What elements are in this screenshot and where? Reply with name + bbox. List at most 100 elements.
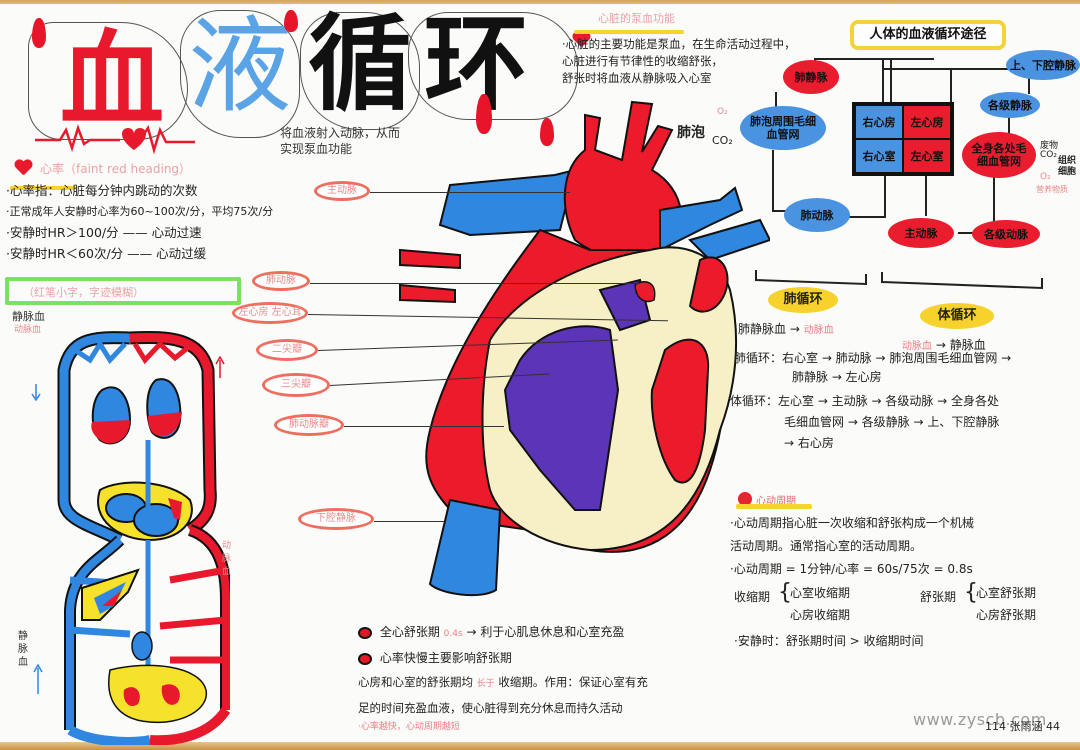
heading-highlight (10, 186, 76, 190)
brace-icon: { (964, 580, 978, 605)
connector (950, 68, 952, 102)
flow-chart-title: 人体的血液循环途径 (850, 20, 1006, 50)
route-sys-blood: 动脉血 → 静脉血 (902, 336, 986, 356)
note-red-text: 长于 (476, 679, 495, 689)
systole-items: 心室收缩期 心房收缩期 (790, 582, 850, 626)
down-arrow-icon (31, 384, 41, 402)
heart-icon (14, 160, 32, 176)
route-systemic-line3: → 右心房 (784, 436, 834, 450)
connector (890, 58, 892, 102)
left-atrium-cell: 左心房 (903, 105, 951, 139)
connector (882, 58, 884, 102)
title-char-blood: 血 (60, 19, 165, 141)
heart-rate-section: 心率（faint red heading） ·心率指：心脏每分钟内跳动的次数 ·… (0, 0, 1080, 305)
systole-label: 收缩期 (734, 590, 771, 604)
right-atrium-cell: 右心房 (855, 105, 903, 139)
cardiac-cycle-text: ·心动周期指心脏一次收缩和舒张构成一个机械 活动周期。通常指心室的活动周期。 ·… (730, 494, 974, 581)
note-text: → 利于心肌息休息和心室充盈 (466, 625, 625, 639)
heading-highlight (736, 504, 812, 509)
watermark: www.zyscb.com (913, 710, 1047, 729)
connector (884, 176, 886, 218)
label-aorta: 主动脉 (314, 181, 370, 201)
note-text: 心率快慢主要影响舒张期 (379, 651, 512, 665)
heart-function-heading: 心脏的泵血功能 (598, 12, 675, 25)
label-inferior-vena-cava: 下腔静脉 (298, 508, 374, 530)
text-line: 舒张时将血液从静脉吸入心室 (562, 71, 712, 85)
route-red-text: 动脉血 (803, 325, 834, 336)
blood-drop-icon (540, 118, 554, 146)
node-body-capillaries: 全身各处毛细血管网 (962, 132, 1036, 178)
connector (848, 216, 886, 218)
o2-right-label: O₂ (1040, 172, 1051, 182)
title-char-circulate: 循 (308, 3, 413, 125)
node-alveolar-capillaries: 肺泡周围毛细血管网 (740, 106, 826, 150)
subtitle-line: 实现泵血功能 (280, 142, 353, 156)
route-pulmonary-line1: 肺循环：右心室 → 肺动脉 → 肺泡周围毛细血管网 → (734, 351, 1012, 365)
title-char-ring: 环 (424, 3, 529, 125)
list-item: 心室收缩期 (790, 586, 851, 600)
note-line: 心房和心室的舒张期均 长于 收缩期。作用：保证心室有充 (358, 670, 648, 696)
list-item: ·安静时HR＜60次/分 —— 心动过缓 (6, 246, 207, 261)
brace-icon: { (778, 580, 792, 605)
heart-function-text: ·心脏的主要功能是泵血，在生命活动过程中， 心脏进行有节律性的收缩舒张， 舒张时… (562, 36, 796, 87)
title-subtitle: 将血液射入动脉，从而 实现泵血功能 (280, 125, 400, 157)
red-dot-icon (738, 492, 752, 506)
right-artery-label: 动脉血 (222, 541, 232, 577)
note-text: 全心舒张期 (379, 625, 440, 639)
left-vein-label: 静脉血 (18, 631, 28, 668)
leader-line (310, 283, 640, 284)
right-ventricle-cell: 右心室 (855, 139, 903, 173)
node-pulmonary-vein: 肺静脉 (783, 60, 839, 94)
leader-line (374, 521, 444, 522)
o2-label: O₂ (717, 107, 728, 117)
green-note-text: （红笔小字，字迹模糊） (23, 286, 144, 299)
list-item: ·安静时HR＞100/分 —— 心动过速 (6, 225, 202, 240)
cardiac-cycle-last-line: ·安静时：舒张期时间 > 收缩期时间 (734, 634, 924, 648)
list-item: ·正常成年人安静时心率为60~100次/分，平均75次/分 (6, 205, 274, 218)
nutrients-label: 营养物质 (1036, 185, 1068, 194)
node-pulmonary-artery: 肺动脉 (784, 198, 850, 232)
connector (993, 170, 995, 222)
heart-function-section: 心脏的泵血功能 ·心脏的主要功能是泵血，在生命活动过程中， 心脏进行有节律性的收… (0, 12, 1080, 85)
up-arrow-icon (215, 356, 225, 378)
connector (958, 232, 974, 234)
heart-rate-heading: 心率（faint red heading） (40, 162, 192, 176)
wood-table-top-edge (0, 0, 1080, 6)
note-line: 全心舒张期 0.4s → 利于心肌息休息和心室充盈 (358, 620, 648, 646)
leader-line (344, 426, 504, 427)
label-pulmonary-artery: 肺动脉 (252, 271, 310, 291)
note-line: 心率快慢主要影响舒张期 (358, 646, 648, 670)
heart-dot-icon (358, 652, 372, 665)
route-pulm-blood: 肺静脉血 → 动脉血 (738, 320, 834, 340)
tissue-cells-label: 组织细胞 (1058, 156, 1077, 177)
heart-illustration (399, 100, 770, 597)
note-red-text: 0.4s (443, 629, 463, 639)
blood-drop-icon (476, 94, 492, 134)
waste-label: 废物 (1040, 141, 1059, 151)
node-vena-cava: 上、下腔静脉 (1006, 50, 1080, 80)
cardiac-cycle-heading: 心动周期 (756, 496, 796, 507)
systemic-circulation-tag: 体循环 (920, 303, 994, 329)
label-mitral-valve: 二尖瓣 (256, 339, 318, 361)
heading-highlight (574, 30, 684, 34)
text-line: ·心脏的主要功能是泵血，在生命活动过程中， (562, 37, 796, 51)
route-text: 肺静脉血 → (738, 322, 800, 336)
text-line: ·心动周期指心脏一次收缩和舒张构成一个机械 (730, 516, 974, 530)
venous-blood-label: 静脉血 (12, 310, 45, 323)
connector (772, 150, 774, 210)
connector (925, 176, 927, 216)
note-text: 心房和心室的舒张期均 (358, 675, 473, 689)
list-item: 心房收缩期 (790, 608, 851, 622)
heart-rate-list: ·心率指：心脏每分钟内跳动的次数 ·正常成年人安静时心率为60~100次/分，平… (6, 180, 273, 264)
connector (772, 210, 792, 212)
diastole-items: 心室舒张期 心房舒张期 (976, 582, 1036, 626)
connector (882, 68, 1072, 70)
route-pulmonary-line2: 肺静脉 → 左心房 (792, 370, 882, 384)
text-line: 活动周期。通常指心室的活动周期。 (730, 539, 923, 553)
heart-dot-icon (358, 626, 372, 639)
wood-table-bottom-edge (0, 742, 1080, 750)
diastole-label: 舒张期 (920, 590, 957, 604)
route-systemic-line2: 毛细血管网 → 各级静脉 → 上、下腔静脉 (784, 415, 1000, 429)
title-char-liquid: 液 (188, 5, 293, 127)
bottom-notes: 全心舒张期 0.4s → 利于心肌息休息和心室充盈 心率快慢主要影响舒张期 心房… (358, 620, 648, 734)
